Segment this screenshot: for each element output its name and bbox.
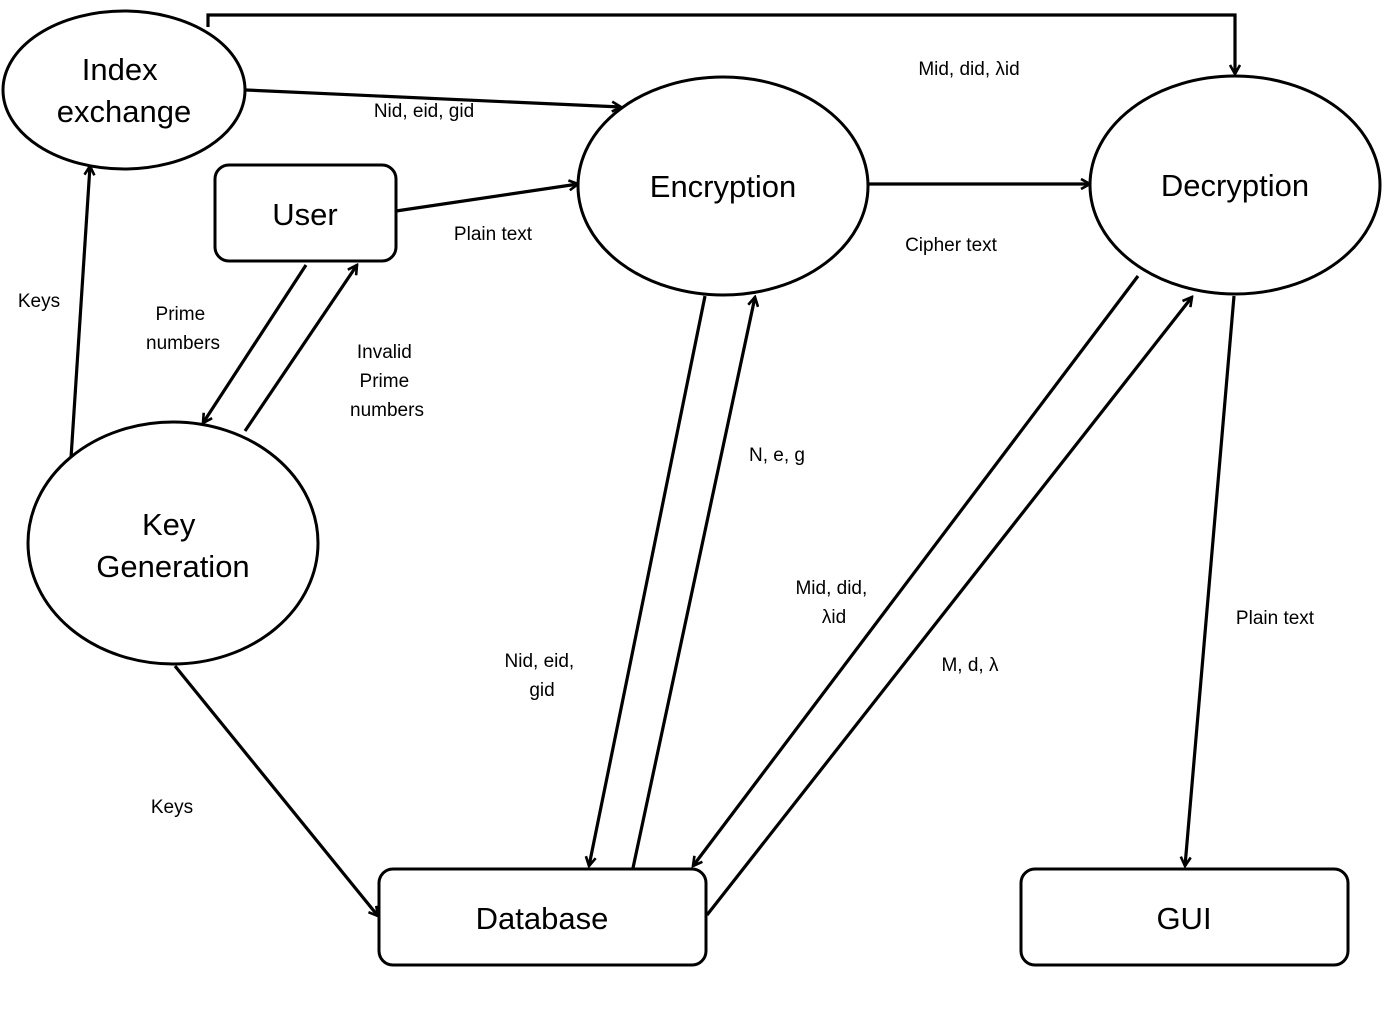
key-generation-node — [26, 420, 320, 666]
edge-database-to-encryption — [631, 297, 755, 869]
encryption-node — [576, 75, 870, 297]
decryption-label: Decryption — [1161, 168, 1309, 203]
label-encryption-to-database: Nid, eid, gid — [505, 651, 580, 701]
user-node — [213, 163, 398, 263]
edge-keygen-to-index — [69, 166, 90, 459]
edge-user-to-keygen — [203, 264, 308, 423]
decryption-node — [1088, 74, 1382, 296]
label-decryption-to-database: Mid, did, λid — [795, 578, 872, 628]
edge-decryption-to-database — [693, 275, 1140, 866]
label-user-to-encryption: Plain text — [454, 224, 533, 245]
edge-database-to-decryption — [705, 297, 1192, 916]
label-index-to-decryption: Mid, did, λid — [918, 59, 1019, 80]
label-decryption-to-gui: Plain text — [1236, 608, 1315, 629]
index-exchange-label: Index exchange — [57, 52, 191, 129]
edge-index-to-decryption — [206, 13, 1235, 74]
index-exchange-node — [1, 9, 247, 171]
edge-encryption-to-database — [589, 295, 707, 866]
label-index-to-encryption: Nid, eid, gid — [374, 101, 474, 122]
database-label: Database — [476, 901, 609, 936]
edge-decryption-to-gui — [1185, 295, 1236, 866]
label-database-to-decryption: M, d, λ — [941, 655, 999, 676]
database-node — [377, 867, 708, 967]
edge-keygen-to-user — [243, 265, 357, 432]
edge-index-to-encryption — [245, 88, 621, 107]
user-label: User — [272, 197, 337, 232]
edge-user-to-encryption — [395, 184, 578, 213]
label-keygen-to-index: Keys — [18, 291, 60, 312]
label-user-to-keygen: Prime numbers — [146, 304, 220, 354]
gui-node — [1019, 867, 1350, 967]
label-encryption-to-decryption: Cipher text — [905, 235, 998, 256]
edge-keygen-to-database — [173, 664, 378, 916]
key-generation-label: Key Generation — [96, 507, 249, 584]
label-keygen-to-user: Invalid Prime numbers — [350, 342, 424, 421]
gui-label: GUI — [1156, 901, 1211, 936]
label-keygen-to-database: Keys — [151, 797, 193, 818]
label-database-to-encryption: N, e, g — [749, 445, 805, 466]
encryption-label: Encryption — [650, 169, 796, 204]
